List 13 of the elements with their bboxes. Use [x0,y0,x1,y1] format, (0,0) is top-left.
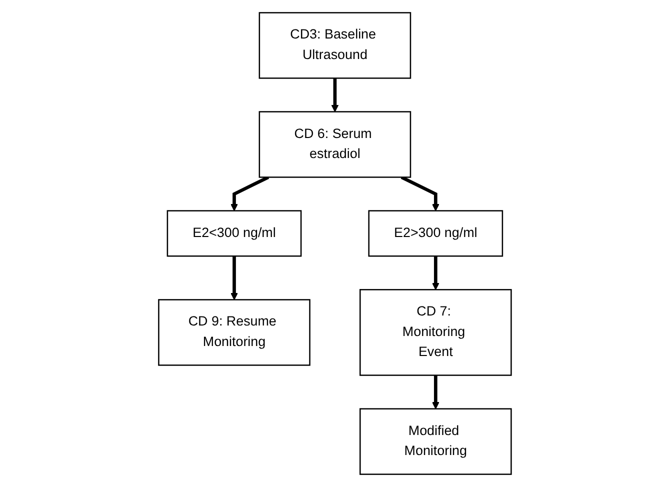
node-box: Modified Monitoring [359,408,512,475]
node-box: E2>300 ng/ml [368,210,503,257]
node-box: CD 6: Serum estradiol [258,111,411,178]
node-box: CD3: Baseline Ultrasound [258,12,411,79]
node-box: CD 9: Resume Monitoring [158,299,310,366]
arrow [432,375,439,410]
arrow [230,256,238,300]
node-box: CD 7: Monitoring Event [359,289,512,376]
arrow [230,176,269,212]
arrow [400,176,439,212]
node-box: E2<300 ng/ml [166,210,302,257]
arrow [330,78,338,112]
arrow [432,256,439,290]
